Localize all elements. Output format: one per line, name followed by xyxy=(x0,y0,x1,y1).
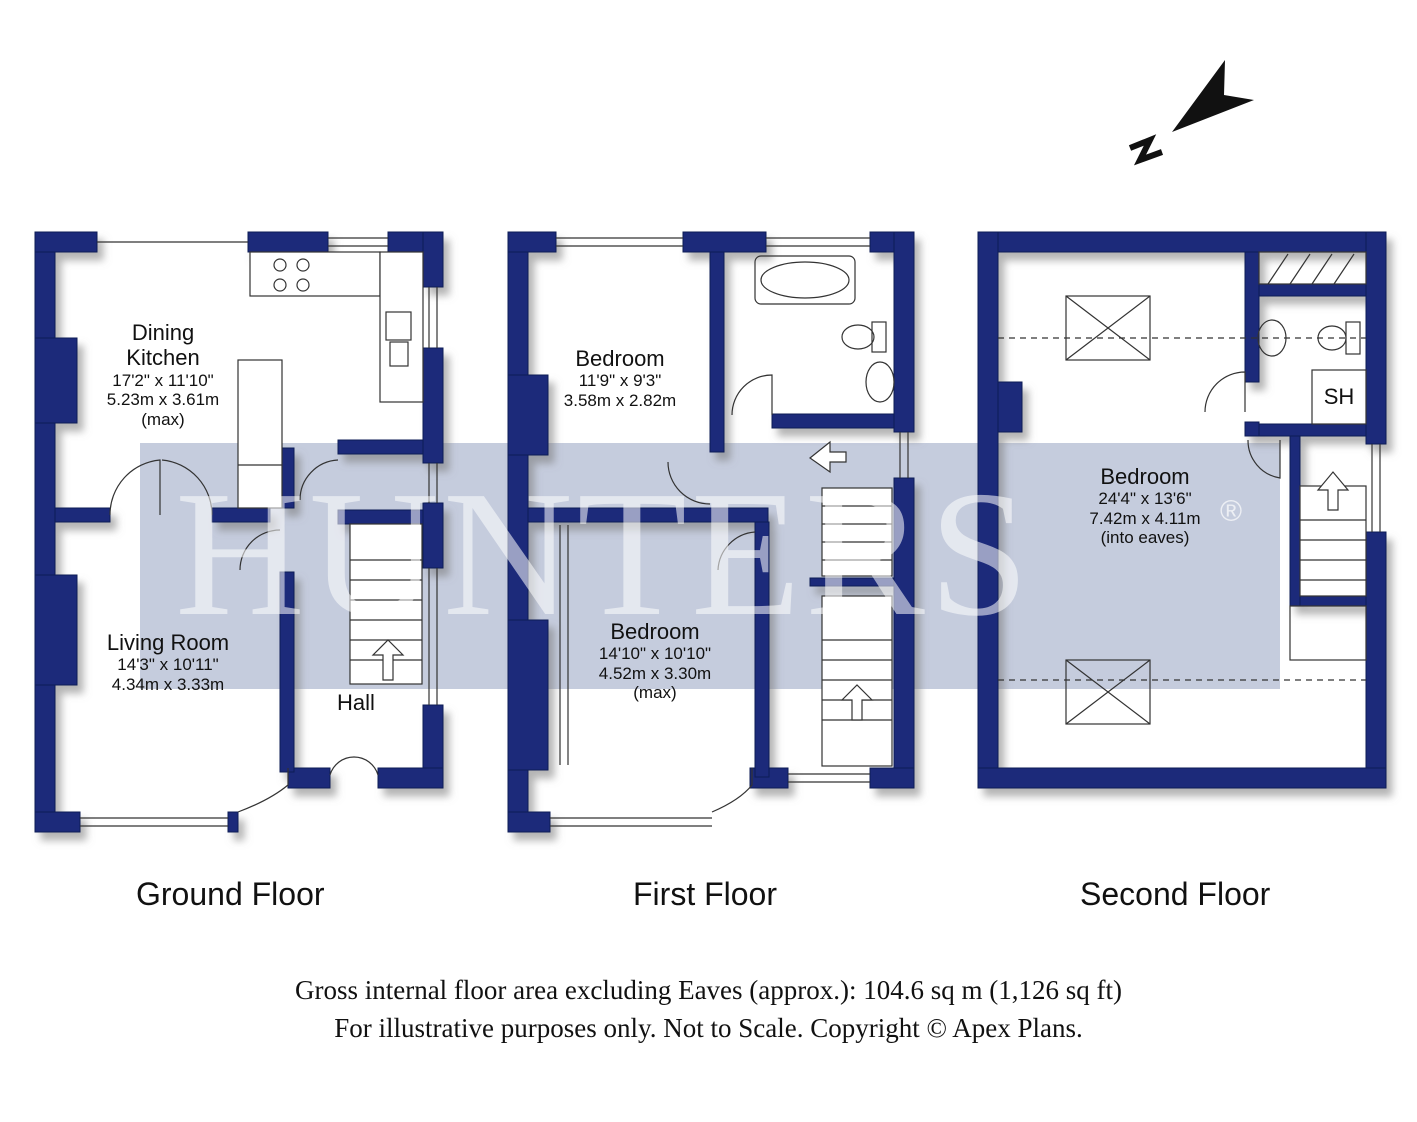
bedroom-3-note: (into eaves) xyxy=(1100,528,1190,548)
watermark-band xyxy=(140,443,1280,689)
hall-label: Hall xyxy=(337,690,375,715)
shower-label: SH xyxy=(1323,384,1355,409)
first-floor-plan xyxy=(507,231,915,833)
dining-kitchen-note: (max) xyxy=(141,409,185,429)
bedroom-2-note: (max) xyxy=(633,683,677,703)
bedroom-3-dims-metric: 7.42m x 4.11m xyxy=(1089,508,1201,528)
bedroom-3-dims-imperial: 24'4" x 13'6" xyxy=(1098,489,1192,509)
living-room-name: Living Room xyxy=(106,630,230,655)
living-room-dims-imperial: 14'3" x 10'11" xyxy=(117,655,219,675)
bedroom-3-label: Bedroom 24'4" x 13'6" 7.42m x 4.11m (int… xyxy=(1070,464,1220,548)
bedroom-1-dims-metric: 3.58m x 2.82m xyxy=(563,390,677,410)
floor-area-note: Gross internal floor area excluding Eave… xyxy=(294,975,1123,1005)
ground-floor-title: Ground Floor xyxy=(136,876,325,912)
dining-kitchen-label: Dining Kitchen 17'2" x 11'10" 5.23m x 3.… xyxy=(88,320,238,429)
second-floor-fixtures xyxy=(998,251,1381,725)
dining-kitchen-name-2: Kitchen xyxy=(126,345,200,371)
north-arrow-icon xyxy=(1128,60,1254,166)
ground-floor-fixtures xyxy=(80,237,438,827)
dining-kitchen-dims-imperial: 17'2" x 11'10" xyxy=(112,370,214,390)
hunters-watermark: HUNTERS xyxy=(175,454,1034,653)
living-room-label: Living Room 14'3" x 10'11" 4.34m x 3.33m xyxy=(88,630,248,694)
bedroom-1-dims-imperial: 11'9" x 9'3" xyxy=(578,371,662,391)
bedroom-2-dims-metric: 4.52m x 3.30m xyxy=(598,663,712,683)
copyright-note: For illustrative purposes only. Not to S… xyxy=(334,1013,1083,1043)
first-floor-fixtures xyxy=(550,237,909,827)
bedroom-3-name: Bedroom xyxy=(1100,464,1190,489)
second-floor-plan xyxy=(977,231,1387,789)
second-floor-title: Second Floor xyxy=(1080,876,1271,912)
dining-kitchen-name-1: Dining xyxy=(131,320,195,345)
bedroom-2-dims-imperial: 14'10" x 10'10" xyxy=(598,644,712,664)
first-floor-title: First Floor xyxy=(633,876,777,912)
bedroom-2-name: Bedroom xyxy=(610,619,700,644)
ground-floor-plan xyxy=(34,231,444,833)
registered-mark: ® xyxy=(1220,495,1243,528)
living-room-dims-metric: 4.34m x 3.33m xyxy=(111,674,225,694)
dining-kitchen-dims-metric: 5.23m x 3.61m xyxy=(106,390,220,410)
bedroom-1-label: Bedroom 11'9" x 9'3" 3.58m x 2.82m xyxy=(545,346,695,410)
bedroom-1-name: Bedroom xyxy=(575,346,665,371)
bedroom-2-label: Bedroom 14'10" x 10'10" 4.52m x 3.30m (m… xyxy=(580,619,730,703)
